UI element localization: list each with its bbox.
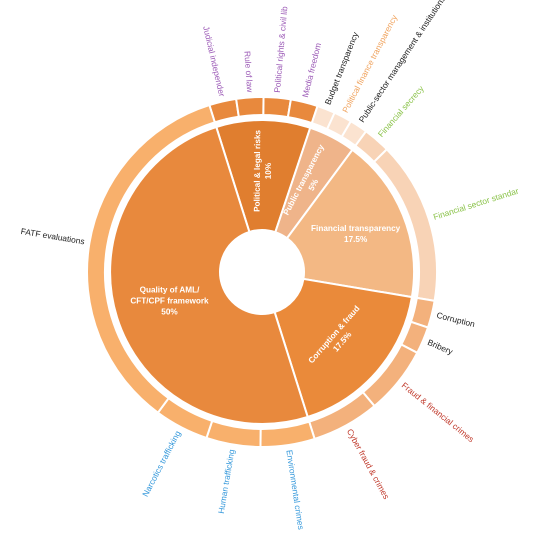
outer-label-corruption: Corruption [436,310,477,329]
outer-label-rule-of-law: Rule of law [242,51,255,94]
inner-label-political-legal-risks-line-0: Political & legal risks [253,130,263,212]
inner-label-group: Financial transparency 17.5% [311,224,401,244]
outer-label-environmental-crimes: Environmental crimes [284,449,306,530]
outer-label-media-freedom: Media freedom [300,42,323,99]
inner-label-political-legal-risks-line-1: 10% [264,162,273,179]
center-hole [220,230,304,314]
outer-label-political-rights-civil-lib: Political rights & civil lib [272,6,290,93]
outer-segment-environmental-crimes[interactable] [259,420,316,448]
inner-label-group: Quality of AML/CFT/CPF framework 50% [130,286,209,317]
outer-segment-human-trafficking[interactable] [205,419,262,449]
inner-label-quality-of-aml-line-2: 50% [161,308,178,317]
outer-label-financial-sector-standar: Financial sector standar [432,186,520,222]
outer-label-fatf-evaluations: FATF evaluations [20,226,85,247]
outer-label-fraud-financial-crimes: Fraud & financial crimes [400,380,476,444]
outer-label-narcotics-trafficking: Narcotics trafficking [140,429,183,499]
outer-label-judicial-independer: Judicial independer [201,25,227,98]
outer-label-bribery: Bribery [426,337,455,357]
outer-segment-political-rights-civil-lib[interactable] [262,95,293,119]
inner-label-quality-of-aml-line-0: Quality of AML/ [140,286,200,295]
outer-label-human-trafficking: Human trafficking [216,448,237,514]
outer-label-cyber-fraud-crimes: Cyber fraud & crimes [345,427,392,501]
outer-segment-fatf-evaluations[interactable] [86,103,217,415]
inner-label-financial-transparency-line-1: 17.5% [344,235,368,244]
inner-segment-quality-of-aml[interactable] [109,125,309,425]
inner-label-financial-transparency-line-0: Financial transparency [311,224,401,233]
inner-label-quality-of-aml-line-1: CFT/CPF framework [130,297,209,306]
outer-segment-rule-of-law[interactable] [234,96,265,118]
